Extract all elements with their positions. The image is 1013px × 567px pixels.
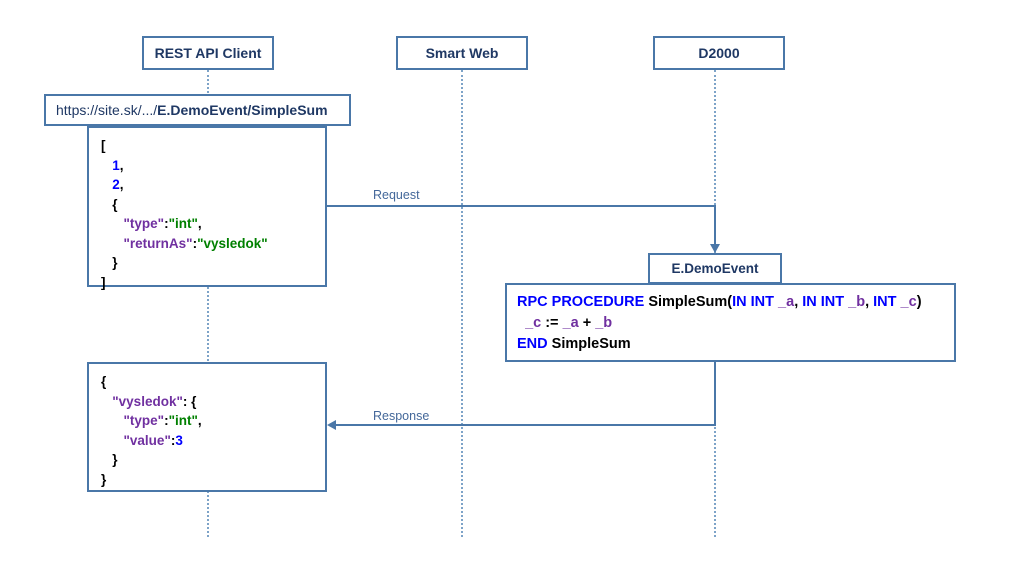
code-line: _c := _a + _b xyxy=(517,313,954,334)
code-token: _a xyxy=(778,294,795,310)
code-line: "returnAs":"vysledok" xyxy=(101,234,325,254)
actor-label: Smart Web xyxy=(425,45,499,61)
code-token: } xyxy=(101,471,107,487)
code-token xyxy=(101,236,124,251)
url-path: E.DemoEvent/SimpleSum xyxy=(157,102,328,118)
code-line: "value":3 xyxy=(101,431,325,451)
code-token: { xyxy=(101,196,118,212)
code-line: 2, xyxy=(101,175,325,195)
code-token: "value" xyxy=(123,432,171,448)
request-json-code: [ 1, 2, { "type":"int", "returnAs":"vysl… xyxy=(89,128,325,292)
code-token: , xyxy=(119,157,124,173)
code-token: "type" xyxy=(123,216,165,231)
request-arrow-vertical xyxy=(714,205,716,245)
rpc-procedure-panel: RPC PROCEDURE SimpleSum(IN INT _a, IN IN… xyxy=(505,283,956,362)
code-token: _b xyxy=(848,294,866,310)
response-label: Response xyxy=(373,409,430,423)
request-arrowhead xyxy=(710,244,720,253)
code-token: _c xyxy=(525,315,542,331)
code-token: SimpleSum xyxy=(551,336,631,352)
code-token: : { xyxy=(182,393,197,409)
code-line: } xyxy=(101,253,325,273)
lifeline-smart-web xyxy=(461,70,463,537)
code-line: "vysledok": { xyxy=(101,392,325,412)
code-line: } xyxy=(101,470,325,490)
code-token xyxy=(101,433,124,448)
code-line: "type":"int", xyxy=(101,411,325,431)
code-token: "type" xyxy=(123,413,165,428)
code-token xyxy=(101,158,112,173)
code-line: 1, xyxy=(101,156,325,176)
code-token xyxy=(101,413,124,428)
code-token: "int" xyxy=(168,413,198,428)
actor-label: REST API Client xyxy=(154,45,262,61)
code-token: "int" xyxy=(168,216,198,231)
code-token: , xyxy=(197,216,202,231)
code-token: : xyxy=(192,235,198,251)
code-token: : xyxy=(164,216,169,231)
actor-label: D2000 xyxy=(698,45,740,61)
response-arrowhead xyxy=(327,420,336,430)
code-line: { xyxy=(101,372,325,392)
code-line: RPC PROCEDURE SimpleSum(IN INT _a, IN IN… xyxy=(517,292,954,313)
code-token: , xyxy=(794,294,803,310)
rpc-procedure-code: RPC PROCEDURE SimpleSum(IN INT _a, IN IN… xyxy=(507,285,954,355)
code-token: IN INT xyxy=(732,294,779,310)
request-url-bar[interactable]: https://site.sk/.../E.DemoEvent/SimpleSu… xyxy=(44,94,351,126)
code-line: "type":"int", xyxy=(101,214,325,234)
code-token: _b xyxy=(595,315,613,331)
request-label: Request xyxy=(373,188,420,202)
event-box-demo-event[interactable]: E.DemoEvent xyxy=(648,253,782,284)
code-line: } xyxy=(101,450,325,470)
code-token: { xyxy=(101,374,107,389)
response-json-code: { "vysledok": { "type":"int", "value":3 … xyxy=(89,364,325,489)
code-token xyxy=(101,216,124,231)
actor-d2000[interactable]: D2000 xyxy=(653,36,785,70)
code-token: , xyxy=(865,294,874,310)
code-token xyxy=(101,177,112,192)
code-token: _c xyxy=(900,294,917,310)
response-arrow-horizontal xyxy=(330,424,716,426)
code-token: 3 xyxy=(175,432,183,448)
code-token: IN INT xyxy=(802,294,849,310)
code-token: , xyxy=(119,177,124,192)
code-token: 2 xyxy=(112,177,120,192)
code-line: [ xyxy=(101,136,325,156)
code-token: ) xyxy=(916,294,922,310)
code-token: INT xyxy=(873,294,901,310)
code-token xyxy=(101,394,112,409)
code-token: RPC PROCEDURE xyxy=(517,294,649,310)
url-prefix: https://site.sk/.../ xyxy=(56,102,158,118)
code-line: { xyxy=(101,195,325,215)
code-token xyxy=(517,315,525,331)
code-line: END SimpleSum xyxy=(517,334,954,355)
actor-smart-web[interactable]: Smart Web xyxy=(396,36,528,70)
code-token: "returnAs" xyxy=(123,235,193,251)
response-body-panel: { "vysledok": { "type":"int", "value":3 … xyxy=(87,362,327,492)
code-token: ] xyxy=(101,274,106,290)
code-token: + xyxy=(578,315,596,331)
code-token: : xyxy=(170,432,176,448)
actor-rest-api-client[interactable]: REST API Client xyxy=(142,36,274,70)
code-token: [ xyxy=(101,138,106,153)
code-token: } xyxy=(101,255,118,270)
code-token: _a xyxy=(562,315,579,331)
code-token: SimpleSum( xyxy=(648,294,733,310)
code-token: "vysledok" xyxy=(197,235,268,251)
code-token: 1 xyxy=(112,157,120,173)
request-body-panel: [ 1, 2, { "type":"int", "returnAs":"vysl… xyxy=(87,126,327,290)
code-token: END xyxy=(517,336,552,352)
code-token: , xyxy=(197,413,202,428)
code-token: } xyxy=(101,452,118,467)
request-arrow-horizontal xyxy=(327,205,716,207)
event-box-label: E.DemoEvent xyxy=(671,261,759,276)
code-token: "vysledok" xyxy=(112,393,183,409)
code-token: : xyxy=(164,413,169,428)
code-token: := xyxy=(541,315,563,331)
lifeline-rest-api-client xyxy=(207,70,209,537)
code-line: ] xyxy=(101,273,325,293)
response-arrow-vertical xyxy=(714,362,716,426)
